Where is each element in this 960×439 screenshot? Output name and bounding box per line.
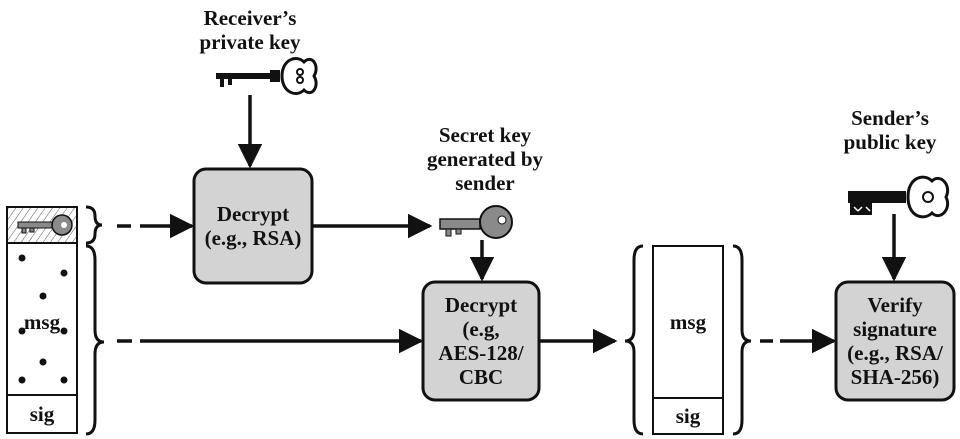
key-brace	[85, 205, 103, 245]
secret-key-label: Secret key generated by sender	[426, 123, 544, 195]
decrypted-message-block	[624, 244, 752, 436]
output-braces	[624, 244, 752, 436]
scrambled-dots	[18, 254, 68, 384]
decrypt-rsa-label: Decrypt (e.g., RSA)	[204, 202, 302, 250]
left-braces	[85, 205, 105, 436]
decrypt-rsa-box	[192, 167, 314, 285]
message-body	[6, 242, 78, 396]
output-sig-label: sig	[675, 404, 701, 428]
output-message-body	[652, 245, 724, 399]
decrypt-aes-box	[421, 280, 541, 402]
output-signature-section	[652, 397, 724, 435]
verify-signature-box	[834, 280, 956, 402]
output-msg-label: msg	[669, 310, 707, 334]
sender-public-key-label: Sender’s public key	[843, 106, 937, 154]
sender-public-key-icon	[848, 175, 949, 219]
input-sig-label: sig	[29, 402, 55, 426]
decrypt-aes-label: Decrypt (e.g, AES-128/ CBC	[438, 293, 524, 389]
secret-key-icon	[439, 205, 513, 239]
verify-signature-label: Verify signature (e.g., RSA/ SHA-256)	[847, 293, 943, 389]
signature-section	[6, 394, 78, 434]
encrypted-message-block	[6, 206, 78, 434]
flow-arrows	[117, 95, 907, 354]
embedded-key-icon	[17, 214, 73, 236]
message-brace	[85, 244, 105, 436]
input-msg-label: msg	[23, 310, 61, 334]
receiver-private-key-label: Receiver’s private key	[199, 6, 301, 54]
receiver-private-key-icon	[216, 57, 318, 95]
